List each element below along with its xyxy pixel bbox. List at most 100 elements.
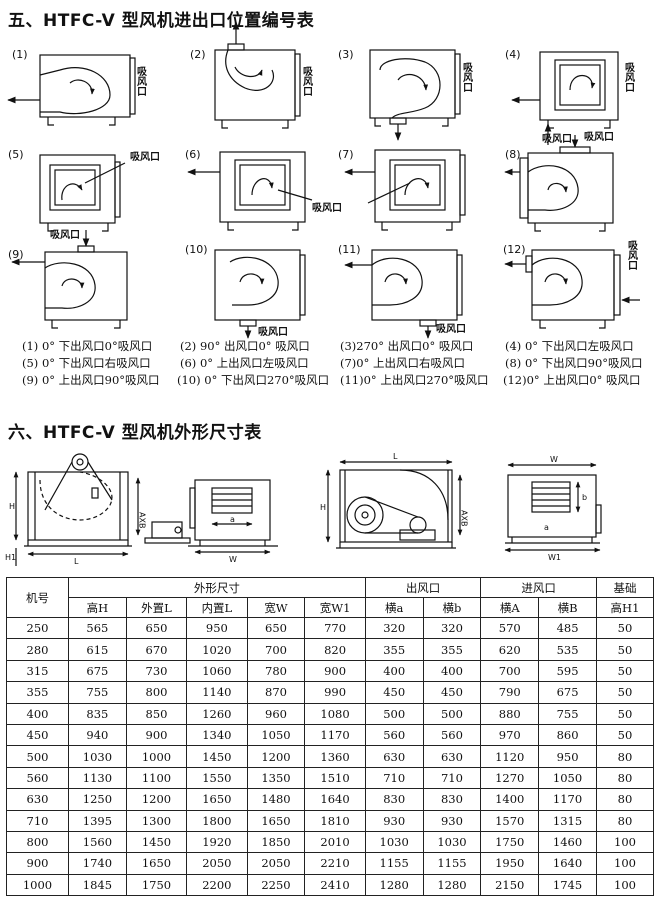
table-cell: 900 [6,852,69,875]
table-cell: 450 [364,681,424,704]
table-cell: 50 [595,638,655,661]
table-cell: 1080 [304,702,366,725]
table-cell: 830 [364,788,424,811]
table-cell: 1030 [68,745,127,768]
table-cell: 1280 [364,873,424,897]
fan-diagram-10 [214,249,306,339]
table-cell: 870 [246,681,306,704]
inlet-label: 吸风口 [130,151,160,163]
table-cell: 950 [186,616,248,640]
inlet-label: 吸风口 [258,326,288,338]
caption: (7)0° 上出风口右吸风口 [340,356,466,370]
diagram-number: (3) [338,48,354,61]
subheader-cell: 高H [68,597,127,618]
table-cell: 650 [125,616,188,640]
dim-label-a: a [230,515,235,524]
caption: (2) 90° 出风口0° 吸风口 [180,339,310,353]
dim-label-H: H [320,503,326,512]
inlet-label: 吸风口 [584,131,614,143]
table-cell: 80 [595,809,655,832]
table-cell: 730 [125,659,188,683]
subheader-cell: 横B [538,597,597,618]
table-cell: 755 [538,702,597,725]
table-cell: 1200 [125,788,188,811]
table-cell: 710 [364,766,424,790]
table-cell: 1060 [186,659,248,683]
table-cell: 400 [422,659,482,683]
inlet-label: 吸风口 [436,323,466,335]
table-cell: 50 [595,659,655,683]
table-cell: 1650 [246,809,306,832]
diagram-number: (2) [190,48,206,61]
diagram-number: (9) [8,248,24,261]
dim-label-b: b [582,493,587,502]
table-cell: 595 [538,659,597,683]
dim-label-L: L [74,557,79,566]
table-cell: 1300 [125,809,188,832]
fan-diagram-7 [344,149,466,231]
table-cell: 80 [595,766,655,790]
diagram-number: (1) [12,48,28,61]
fan-diagram-2 [214,21,301,129]
table-cell: 1560 [68,830,127,854]
table-cell: 1155 [422,852,482,875]
inlet-label: 吸风口 [542,133,572,145]
table-cell: 1250 [68,788,127,811]
diagram-number: (4) [505,48,521,61]
table-cell: 950 [538,745,597,768]
group-outlet: 出风口 [364,577,482,598]
table-cell: 675 [68,659,127,683]
table-cell: 820 [304,638,366,661]
table-cell: 1030 [364,830,424,854]
diagram-number: (10) [185,243,208,256]
diagram-number: (8) [505,148,521,161]
fan-diagram-3 [369,49,461,141]
dim-label-W1: W1 [548,553,561,562]
table-cell: 400 [364,659,424,683]
table-cell: 80 [595,745,655,768]
table-cell: 1340 [186,723,248,747]
inlet-label: 吸风口 [623,62,635,92]
table-cell: 990 [304,681,366,704]
table-cell: 880 [480,702,540,725]
table-cell: 1360 [304,745,366,768]
table-cell: 1640 [304,788,366,811]
dim-label-L: L [393,452,398,461]
table-cell: 1950 [480,852,540,875]
table-cell: 1200 [246,745,306,768]
table-cell: 355 [422,638,482,661]
table-cell: 50 [595,616,655,640]
table-cell: 755 [68,681,127,704]
diagram-number: (12) [503,243,526,256]
table-cell: 630 [6,788,69,811]
table-cell: 250 [6,616,69,640]
caption: (8) 0° 下出风口90°吸风口 [505,356,643,370]
table-cell: 560 [6,766,69,790]
fan-diagram-9 [11,230,128,329]
table-cell: 620 [480,638,540,661]
fan-diagram-1 [7,54,136,126]
table-cell: 315 [6,659,69,683]
inlet-label: 吸风口 [461,62,473,92]
outline-end-view [504,462,602,553]
table-cell: 1845 [68,873,127,897]
table-cell: 2150 [480,873,540,897]
group-base: 基础 [595,577,655,598]
table-cell: 1920 [186,830,248,854]
caption: (10) 0° 下出风口270°吸风口 [177,373,330,387]
caption: (12)0° 上出风口0° 吸风口 [503,373,641,387]
table-cell: 790 [480,681,540,704]
diagram-number: (11) [338,243,361,256]
subheader-cell: 内置L [186,597,248,618]
fan-diagram-8 [504,135,614,232]
section6-title: 六、HTFC-V 型风机外形尺寸表 [8,423,262,443]
table-cell: 1120 [480,745,540,768]
table-cell: 1450 [125,830,188,854]
outline-front-view [144,479,278,555]
caption: (1) 0° 下出风口0°吸风口 [22,339,153,353]
